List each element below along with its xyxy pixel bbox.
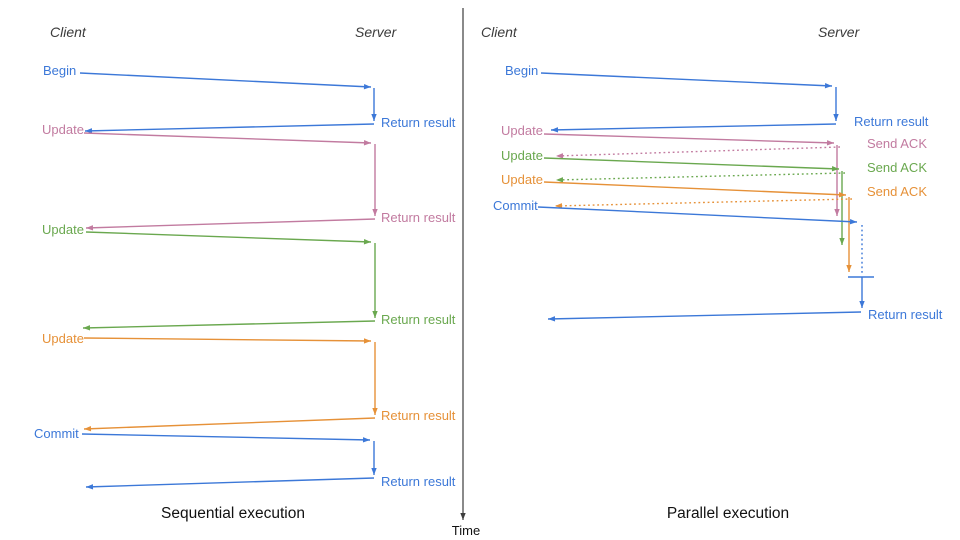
seq-update3-processing xyxy=(372,342,378,415)
par-ack-2 xyxy=(555,172,846,183)
parallel-execution-title: Parallel execution xyxy=(666,505,790,522)
seq-commit-request-arrowhead xyxy=(362,437,370,443)
par-update2-processing-arrowhead xyxy=(839,238,845,245)
seq-update1-label: Update xyxy=(42,122,84,137)
seq-begin-label: Begin xyxy=(43,63,76,78)
par-ack-1 xyxy=(555,146,841,159)
seq-return5-label: Return result xyxy=(381,474,456,489)
seq-return-5 xyxy=(85,477,375,490)
seq-commit-processing-arrowhead xyxy=(371,468,377,475)
par-update3-processing xyxy=(846,197,852,272)
seq-return4-label: Return result xyxy=(381,408,456,423)
seq-update3-label: Update xyxy=(42,331,84,346)
seq-update2-label: Update xyxy=(42,222,84,237)
par-begin-processing-arrowhead xyxy=(833,114,839,121)
seq-return-4-arrowhead xyxy=(84,426,92,432)
par-update1-request-arrowhead xyxy=(826,140,834,146)
par-return-1 xyxy=(550,123,837,133)
seq-update1-request-arrowhead xyxy=(363,140,371,146)
par-update3-request-arrowhead xyxy=(838,192,846,198)
seq-update3-request-arrowhead xyxy=(363,338,371,344)
seq-update2-processing xyxy=(372,243,378,318)
par-begin-processing xyxy=(833,87,839,121)
seq-return-2 xyxy=(85,218,376,231)
seq-begin-processing xyxy=(371,88,377,121)
seq-update1-processing-arrowhead xyxy=(372,209,378,216)
par-update1-processing xyxy=(834,145,840,216)
par-return-1-arrowhead xyxy=(551,127,559,133)
par-ack-2-arrowhead xyxy=(556,177,564,183)
seq-update2-processing-arrowhead xyxy=(372,311,378,318)
seq-begin-request xyxy=(79,72,372,90)
par-update2-processing xyxy=(839,171,845,245)
par-ack-1-arrowhead xyxy=(556,153,564,159)
par-update3-request xyxy=(543,181,847,198)
par-begin-label: Begin xyxy=(505,63,538,78)
seq-update2-request-arrowhead xyxy=(363,239,371,245)
seq-update2-request xyxy=(85,231,372,245)
seq-return-4 xyxy=(83,417,376,432)
par-return2-label: Return result xyxy=(868,307,943,322)
seq-begin-request-arrowhead xyxy=(363,83,371,90)
seq-return-5-arrowhead xyxy=(86,484,94,490)
par-update1-label: Update xyxy=(501,123,543,138)
par-begin-request-arrowhead xyxy=(824,82,832,89)
par-commit-processing xyxy=(859,277,865,308)
par-ack-3-arrowhead xyxy=(555,203,563,209)
par-return-final xyxy=(547,311,862,322)
seq-return-3 xyxy=(82,320,376,331)
seq-update1-processing xyxy=(372,144,378,216)
time-axis-line xyxy=(460,8,466,520)
seq-commit-label: Commit xyxy=(34,426,79,441)
seq-commit-processing xyxy=(371,441,377,475)
par-begin-request xyxy=(540,72,833,89)
sequential-execution-title: Sequential execution xyxy=(161,505,305,522)
par-ack2-label: Send ACK xyxy=(867,160,927,175)
par-commit-processing-arrowhead xyxy=(859,301,865,308)
seq-return2-label: Return result xyxy=(381,210,456,225)
time-axis-line-arrowhead xyxy=(460,513,466,520)
seq-return1-label: Return result xyxy=(381,115,456,130)
par-update3-processing-arrowhead xyxy=(846,265,852,272)
seq-client-header: Client xyxy=(50,24,87,40)
par-server-header: Server xyxy=(818,24,861,40)
par-update2-request-arrowhead xyxy=(831,166,839,172)
par-commit-request xyxy=(537,206,858,225)
time-axis-label: Time xyxy=(451,523,481,538)
par-update2-label: Update xyxy=(501,148,543,163)
seq-update1-request xyxy=(83,132,372,146)
seq-update3-processing-arrowhead xyxy=(372,408,378,415)
seq-return-1 xyxy=(84,123,375,134)
seq-update3-request xyxy=(83,337,372,344)
seq-commit-request xyxy=(81,433,371,443)
seq-return-3-arrowhead xyxy=(83,325,91,331)
par-commit-label: Commit xyxy=(493,198,538,213)
par-update3-label: Update xyxy=(501,172,543,187)
seq-return3-label: Return result xyxy=(381,312,456,327)
par-ack1-label: Send ACK xyxy=(867,136,927,151)
par-client-header: Client xyxy=(481,24,518,40)
seq-return-1-arrowhead xyxy=(85,128,93,134)
par-ack3-label: Send ACK xyxy=(867,184,927,199)
seq-return-2-arrowhead xyxy=(86,225,94,231)
seq-begin-processing-arrowhead xyxy=(371,114,377,121)
par-update2-request xyxy=(543,157,840,172)
seq-server-header: Server xyxy=(355,24,398,40)
par-commit-request-arrowhead xyxy=(849,218,857,225)
par-update1-processing-arrowhead xyxy=(834,209,840,216)
par-return-final-arrowhead xyxy=(548,316,556,322)
par-update1-request xyxy=(543,133,835,146)
par-return1-label: Return result xyxy=(854,114,929,129)
par-ack-3 xyxy=(554,198,853,209)
